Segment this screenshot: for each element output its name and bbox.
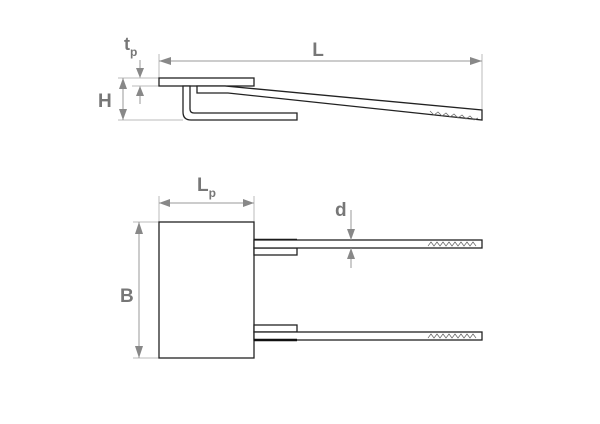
top-view: Lp B d [120, 175, 483, 359]
arrow-down-icon [135, 346, 143, 358]
label-tp-main: t [124, 34, 130, 54]
upper-lead [253, 239, 483, 249]
arrow-down-icon [119, 109, 127, 120]
label-B: B [120, 286, 134, 307]
side-view: L tp H [98, 34, 483, 121]
label-d: d [335, 200, 347, 221]
arrow-up-icon [347, 248, 355, 259]
label-tp-sub: p [130, 45, 137, 59]
arrow-down-icon [347, 229, 355, 240]
hatch-tip [427, 241, 477, 247]
label-H: H [98, 91, 112, 112]
arrow-right-icon [243, 199, 254, 207]
label-tp: tp [124, 34, 137, 59]
lower-lead-tab [253, 324, 298, 333]
hatch-tip [429, 110, 479, 121]
label-L: L [312, 40, 324, 61]
plate-side [158, 77, 255, 87]
inclined-lead [196, 85, 483, 121]
upper-lead-tab [253, 247, 298, 256]
arrow-left-icon [159, 57, 171, 65]
arrow-up-icon [119, 78, 127, 89]
label-lp-main: L [197, 175, 209, 196]
label-Lp: Lp [197, 175, 216, 200]
arrow-right-icon [470, 57, 482, 65]
arrow-up-icon [135, 222, 143, 234]
bent-lead [182, 85, 298, 121]
label-lp-sub: p [209, 186, 216, 200]
plate-body [158, 221, 255, 359]
hatch-tip [427, 333, 477, 339]
arrow-down-icon [136, 68, 144, 78]
arrow-left-icon [159, 199, 170, 207]
arrow-up-icon [136, 86, 144, 96]
lower-lead [253, 331, 483, 341]
